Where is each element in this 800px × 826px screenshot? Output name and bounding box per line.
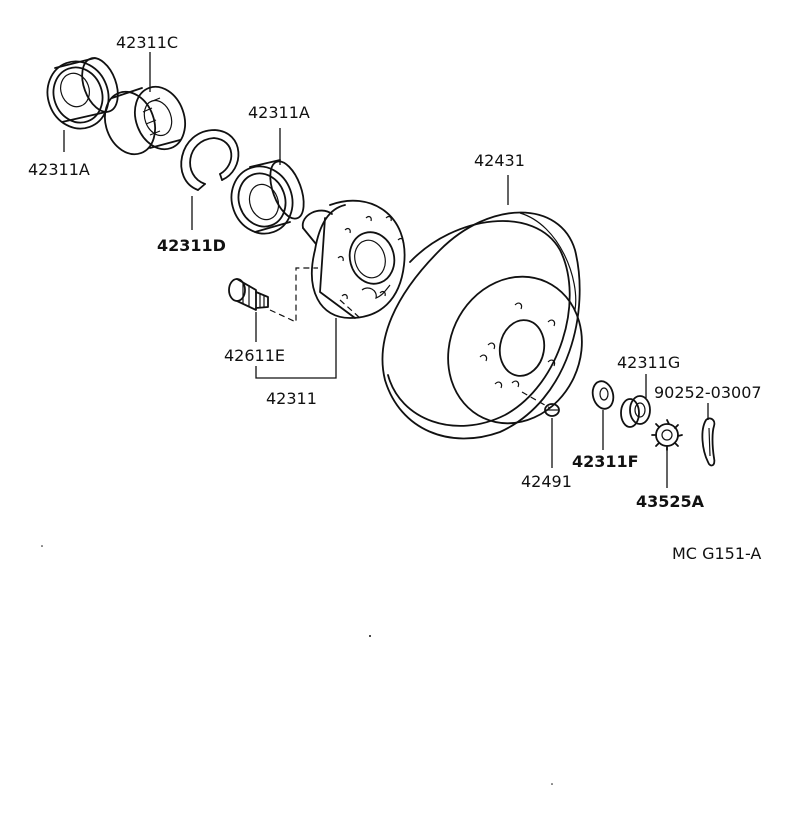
hub-bolt (228, 278, 269, 311)
hub-bearing (104, 85, 186, 156)
oil-seal-right (230, 159, 305, 235)
label-seal-right: 42311A (248, 103, 310, 122)
label-nut: 42311G (617, 353, 680, 372)
leader-hub (255, 318, 337, 379)
disc-leader-dash (521, 391, 551, 409)
label-hub: 42311 (266, 389, 317, 408)
cotter-pin (701, 417, 716, 467)
label-snap-ring: 42311D (157, 236, 226, 255)
label-cotter-pin: 90252-03007 (654, 383, 762, 402)
bolt-leader-dash (269, 267, 318, 323)
oil-seal-left (46, 57, 119, 130)
set-screw (544, 403, 560, 417)
nut-lock-cap (651, 419, 683, 451)
snap-ring (180, 129, 240, 191)
thrust-washer (591, 380, 615, 410)
label-washer: 42311F (572, 452, 639, 471)
label-set-screw: 42491 (521, 472, 572, 491)
axle-hub (301, 199, 406, 319)
label-hub-bolt: 42611E (224, 346, 285, 365)
label-bearing: 42311C (116, 33, 178, 52)
brake-disc (381, 211, 583, 440)
hub-leader-dash (339, 299, 361, 319)
figure-code: MC G151-A (672, 544, 761, 563)
hub-nut (620, 395, 651, 428)
label-seal-left: 42311A (28, 160, 90, 179)
label-nut-lock: 43525A (636, 492, 705, 511)
label-disc: 42431 (474, 151, 525, 170)
